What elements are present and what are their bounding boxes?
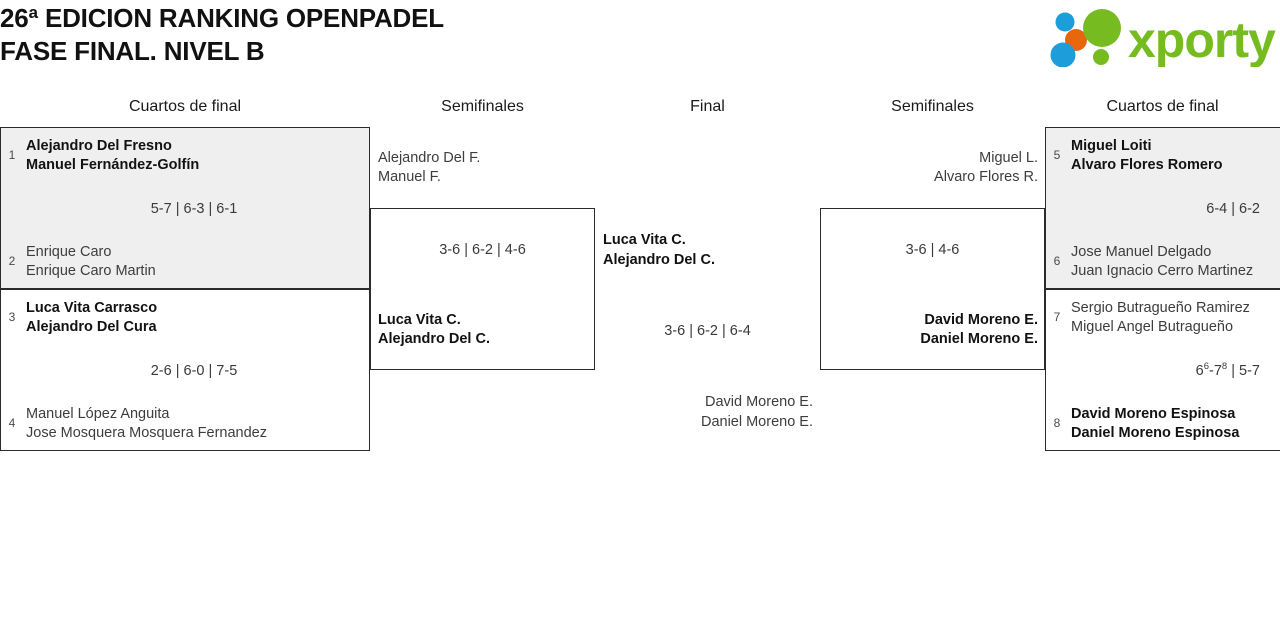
seed-4: 4 <box>8 416 16 430</box>
match-box-sf-left[interactable] <box>370 208 595 370</box>
logo-dot-green-small <box>1093 49 1109 65</box>
logo-dot-blue-top <box>1055 12 1075 32</box>
team-qf3-bottom[interactable]: Jose Manuel Delgado Juan Ignacio Cerro M… <box>1071 243 1280 281</box>
score-final: 3-6 | 6-2 | 6-4 <box>664 323 751 339</box>
player-name: Manuel López Anguita <box>26 406 170 422</box>
player-name: Daniel Moreno Espinosa <box>1071 425 1240 441</box>
seed-7: 7 <box>1053 310 1061 324</box>
round-header-final: Final <box>690 98 725 115</box>
player-name: Miguel Angel Butragueño <box>1071 319 1234 335</box>
team-qf2-bottom[interactable]: Manuel López Anguita Jose Mosquera Mosqu… <box>26 405 370 443</box>
player-name: Alejandro Del Fresno <box>26 138 172 154</box>
team-qf3-top[interactable]: Miguel Loiti Alvaro Flores Romero <box>1071 137 1280 175</box>
player-name: Alejandro Del F. <box>378 150 481 166</box>
player-name: Miguel Loiti <box>1071 138 1152 154</box>
team-sf-left-top[interactable]: Alejandro Del F. Manuel F. <box>378 149 593 187</box>
seed-8: 8 <box>1053 416 1061 430</box>
score-qf3: 6-4 | 6-2 <box>1206 201 1260 217</box>
xporty-logo: xporty <box>1048 5 1280 67</box>
player-name: Enrique Caro Martin <box>26 263 156 279</box>
seed-3: 3 <box>8 310 16 324</box>
logo-wordmark: xporty <box>1128 12 1276 67</box>
score-sf-left: 3-6 | 6-2 | 4-6 <box>439 242 526 258</box>
match-box-qf2[interactable] <box>0 289 370 451</box>
player-name: Daniel Moreno E. <box>700 414 813 430</box>
round-header-qf-right: Cuartos de final <box>1106 98 1219 115</box>
round-header-sf-left: Semifinales <box>441 98 524 115</box>
seed-6: 6 <box>1053 254 1061 268</box>
match-box-qf3[interactable] <box>1045 127 1280 289</box>
player-name: Sergio Butragueño Ramirez <box>1071 300 1250 316</box>
match-box-qf4[interactable] <box>1045 289 1280 451</box>
team-final-bottom[interactable]: David Moreno E. Daniel Moreno E. <box>603 392 813 432</box>
page-header: 26ª EDICION RANKING OPENPADEL FASE FINAL… <box>0 0 1280 88</box>
score-qf2: 2-6 | 6-0 | 7-5 <box>150 363 238 379</box>
seed-1: 1 <box>8 148 16 162</box>
player-name: Luca Vita C. <box>378 312 461 328</box>
round-header-sf-right: Semifinales <box>891 98 974 115</box>
player-name: Jose Manuel Delgado <box>1071 244 1212 260</box>
player-name: Daniel Moreno E. <box>920 331 1038 347</box>
team-sf-left-bottom[interactable]: Luca Vita C. Alejandro Del C. <box>378 311 593 349</box>
player-name: David Moreno E. <box>924 312 1038 328</box>
match-box-qf1[interactable] <box>0 127 370 289</box>
player-name: Alejandro Del C. <box>378 331 490 347</box>
team-qf1-bottom[interactable]: Enrique Caro Enrique Caro Martin <box>26 243 362 281</box>
team-qf2-top[interactable]: Luca Vita Carrasco Alejandro Del Cura <box>26 299 362 337</box>
player-name: Alejandro Del Cura <box>26 319 157 335</box>
team-sf-right-bottom[interactable]: David Moreno E. Daniel Moreno E. <box>827 311 1038 349</box>
player-name: Alejandro Del C. <box>603 252 715 268</box>
seed-2: 2 <box>8 254 16 268</box>
score-qf1: 5-7 | 6-3 | 6-1 <box>150 201 238 217</box>
match-box-sf-right[interactable] <box>820 208 1045 370</box>
player-name: David Moreno Espinosa <box>1071 406 1236 422</box>
team-final-top[interactable]: Luca Vita C. Alejandro Del C. <box>603 230 813 270</box>
player-name: Manuel Fernández-Golfín <box>26 157 200 173</box>
score-sf-right: 3-6 | 4-6 <box>905 242 960 258</box>
team-qf4-top[interactable]: Sergio Butragueño Ramirez Miguel Angel B… <box>1071 299 1280 337</box>
logo-dot-green-large <box>1083 9 1121 47</box>
page-title: 26ª EDICION RANKING OPENPADEL FASE FINAL… <box>0 3 444 66</box>
player-name: Manuel F. <box>378 169 441 185</box>
team-qf4-bottom[interactable]: David Moreno Espinosa Daniel Moreno Espi… <box>1071 405 1280 443</box>
score-qf4: 66-78 | 5-7 <box>1195 361 1260 379</box>
player-name: Luca Vita C. <box>603 232 686 248</box>
team-qf1-top[interactable]: Alejandro Del Fresno Manuel Fernández-Go… <box>26 137 362 175</box>
player-name: Juan Ignacio Cerro Martinez <box>1071 263 1254 279</box>
logo-dot-blue-bottom <box>1050 42 1076 67</box>
player-name: Alvaro Flores Romero <box>1071 157 1223 173</box>
player-name: Alvaro Flores R. <box>934 169 1038 185</box>
player-name: Jose Mosquera Mosquera Fernandez <box>26 425 267 441</box>
player-name: Enrique Caro <box>26 244 112 260</box>
player-name: David Moreno E. <box>705 394 813 410</box>
seed-5: 5 <box>1053 148 1061 162</box>
player-name: Luca Vita Carrasco <box>26 300 158 316</box>
team-sf-right-top[interactable]: Miguel L. Alvaro Flores R. <box>827 149 1038 187</box>
player-name: Miguel L. <box>979 150 1038 166</box>
round-header-qf-left: Cuartos de final <box>128 98 242 115</box>
